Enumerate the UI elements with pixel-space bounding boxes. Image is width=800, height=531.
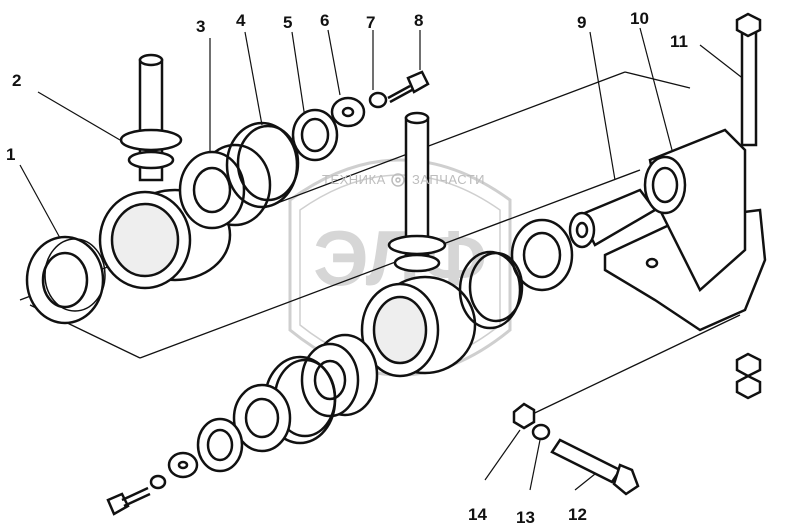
part-10-bracket (603, 128, 767, 332)
part-7-lock-washer (368, 91, 388, 109)
part-3-bearing (178, 143, 272, 230)
callout-11: 11 (670, 32, 688, 51)
part-8-bolt (387, 70, 430, 104)
part-4-snap-ring (225, 121, 300, 209)
right-rings (458, 218, 574, 330)
watermark-gear-icon (391, 173, 405, 187)
part-2-housing-left (98, 53, 232, 290)
callout-8: 8 (414, 11, 424, 30)
callout-14: 14 (468, 505, 487, 524)
callout-10: 10 (630, 9, 649, 28)
part-6-washer (330, 96, 366, 128)
leader-lines (19, 27, 746, 491)
part-12-bolt (550, 438, 640, 496)
part-11-long-bolt (735, 12, 762, 400)
part-13-washer (531, 423, 551, 441)
part-5-seal (291, 108, 339, 162)
callout-7: 7 (366, 13, 376, 32)
callout-13: 13 (516, 508, 535, 527)
callout-12: 12 (568, 505, 587, 524)
callout-2: 2 (12, 71, 22, 90)
lower-parts (106, 333, 379, 516)
callout-5: 5 (283, 13, 293, 32)
watermark-left-text: ТЕХНИКА (322, 172, 386, 187)
part-14-nut (512, 402, 536, 430)
housing-right (360, 111, 477, 378)
callout-4: 4 (236, 11, 246, 30)
callout-1: 1 (6, 145, 16, 164)
callout-3: 3 (196, 17, 206, 36)
watermark-right-text: ЗАПЧАСТИ (412, 172, 486, 187)
callout-9: 9 (577, 13, 587, 32)
part-9-bushing (568, 188, 657, 249)
callout-6: 6 (320, 11, 330, 30)
part-1-seal (25, 235, 106, 325)
